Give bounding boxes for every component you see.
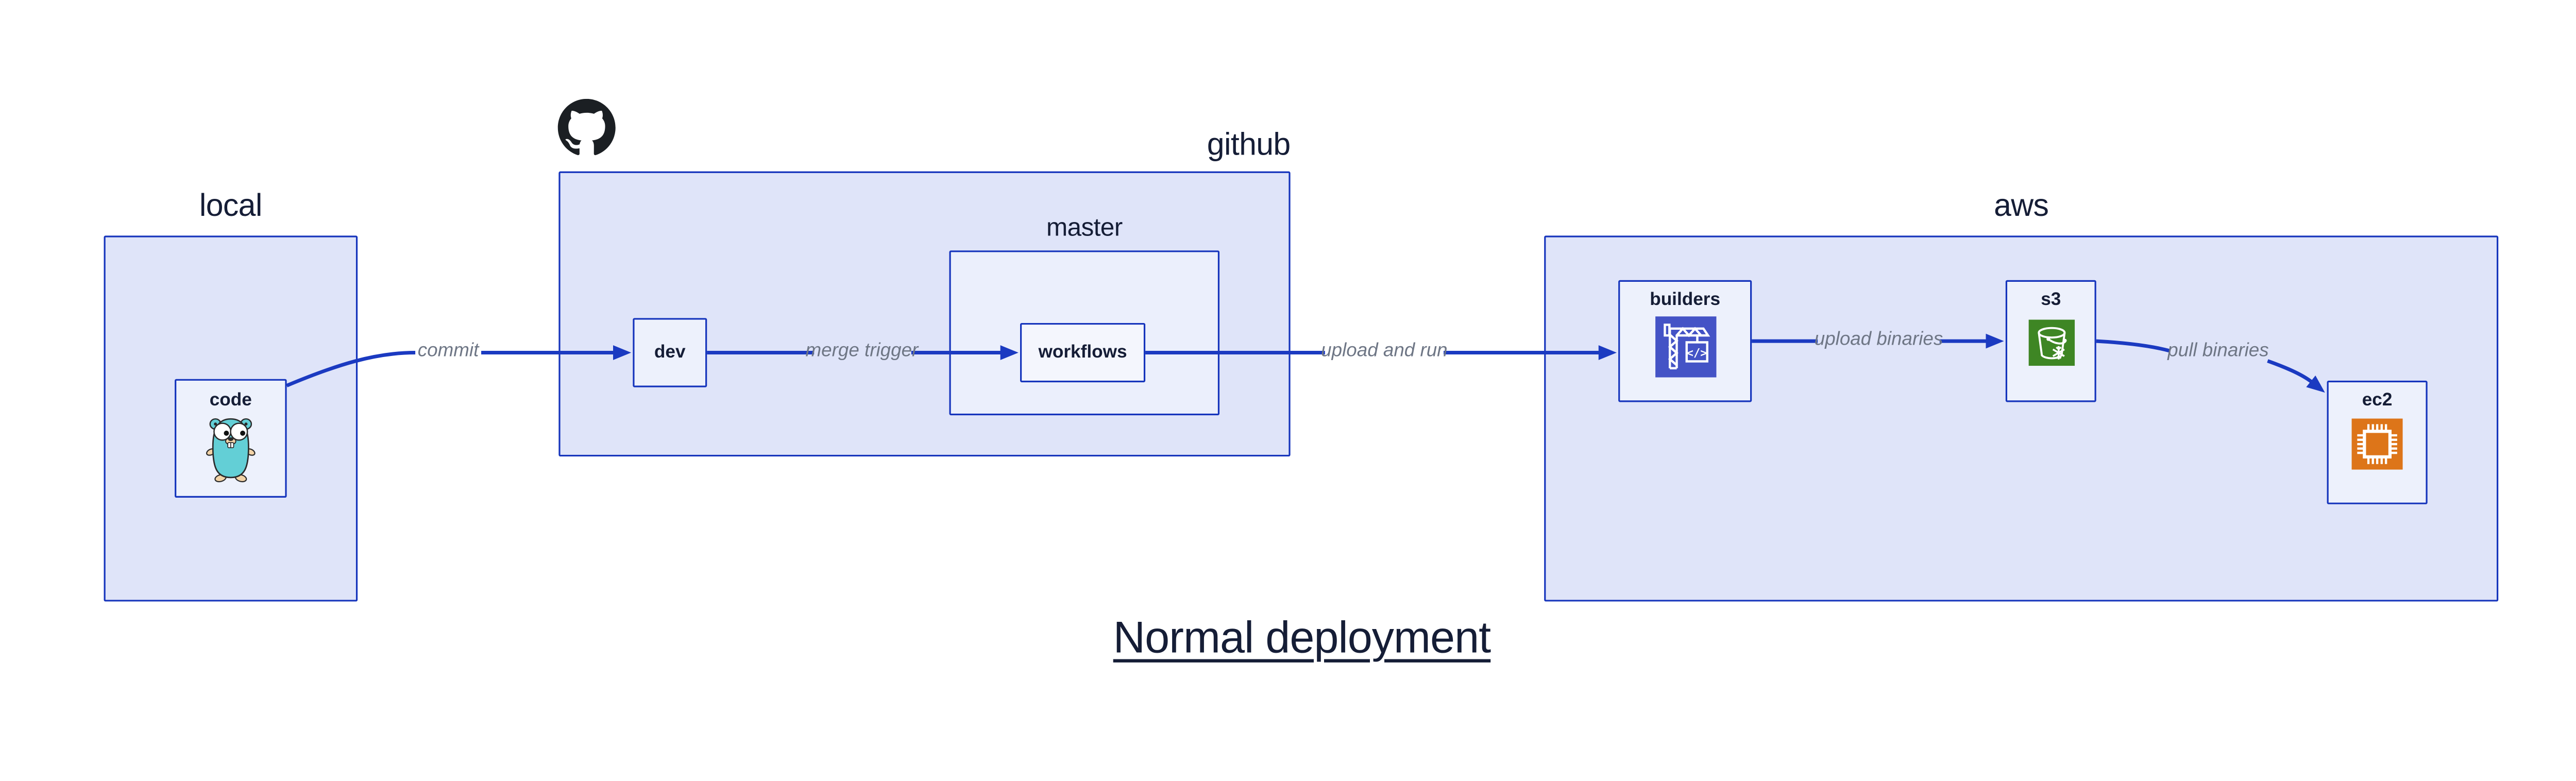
node-workflows-label: workflows [1038,342,1127,362]
node-ec2: ec2 [2327,380,2428,504]
group-label-master: master [1046,214,1123,243]
group-label-local: local [199,189,262,225]
edge-label-commit: commit [417,341,479,362]
go-gopher-icon [202,414,259,483]
aws-ec2-chip-icon [2351,418,2403,470]
group-label-github: github [1207,128,1291,163]
aws-codebuild-crane-icon: </> [1654,316,1717,378]
node-code: code [175,379,287,498]
node-builders: builders </> [1618,280,1752,402]
aws-s3-bucket-icon [2028,319,2074,366]
node-s3: s3 [2005,280,2096,402]
group-label-aws: aws [1994,189,2049,225]
node-ec2-label: ec2 [2362,390,2393,411]
node-code-label: code [209,390,252,411]
edge-label-upload-binaries: upload binaries [1814,330,1943,350]
node-builders-label: builders [1650,290,1721,310]
node-dev: dev [633,318,707,387]
node-workflows: workflows [1020,322,1146,383]
node-dev-label: dev [654,342,686,362]
diagram-title: Normal deployment [1113,613,1492,663]
edge-label-merge-trigger: merge trigger [805,341,919,362]
edge-label-pull-binaries: pull binaries [2167,341,2269,362]
node-s3-label: s3 [2041,290,2061,310]
edge-label-upload-and-run: upload and run [1321,341,1448,362]
svg-text:</>: </> [1686,347,1706,360]
github-octocat-icon [557,98,616,165]
